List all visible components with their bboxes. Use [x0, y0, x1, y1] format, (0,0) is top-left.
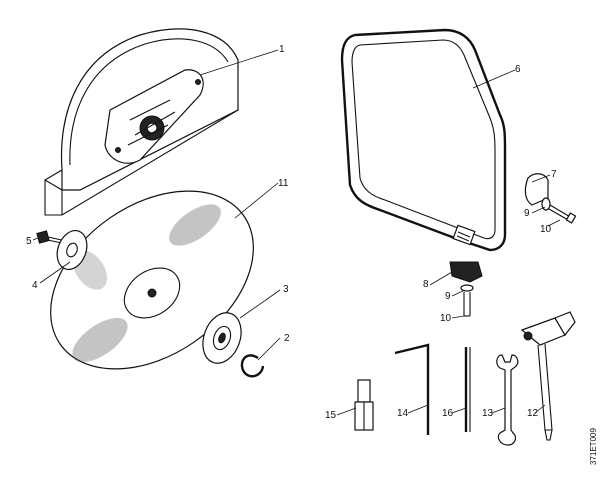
callout-3: 3 [283, 284, 289, 295]
leader-lines [32, 49, 561, 416]
part-13-double-wrench [496, 354, 519, 446]
callout-9-lower: 9 [445, 291, 451, 302]
callout-10-lower: 10 [440, 313, 452, 324]
callout-11: 11 [278, 178, 289, 189]
part-8-clamp [449, 261, 483, 283]
part-1-wheel-guard [44, 28, 239, 216]
part-2-circlip [240, 354, 265, 378]
callout-12: 12 [527, 408, 539, 419]
document-id: 371ET009 [589, 428, 598, 465]
part-15-socket [354, 379, 374, 431]
part-12-combination-spanner [520, 311, 576, 441]
callout-6: 6 [515, 64, 521, 75]
part-14-hex-key [394, 343, 430, 435]
callout-7: 7 [551, 169, 557, 180]
callout-10-upper: 10 [540, 224, 552, 235]
callout-13: 13 [482, 408, 494, 419]
callout-14: 14 [397, 408, 409, 419]
callout-1: 1 [279, 44, 285, 55]
callout-4: 4 [32, 280, 38, 291]
callout-2: 2 [284, 333, 290, 344]
part-3-flange [202, 312, 242, 364]
callout-9-upper: 9 [524, 208, 530, 219]
part-9-washer-lower [460, 284, 474, 292]
part-16-pin [464, 347, 471, 432]
callout-8: 8 [423, 279, 429, 290]
callout-15: 15 [325, 410, 337, 421]
part-10-bolt-upper [548, 204, 577, 224]
part-6-handle-frame [340, 28, 507, 252]
part-4-washer [56, 230, 88, 270]
callout-labels: 1 2 3 4 5 6 7 8 9 9 10 10 11 12 13 14 15… [26, 44, 557, 421]
callout-5: 5 [26, 236, 32, 247]
part-7-clamp [524, 173, 549, 206]
part-10-bolt-lower [463, 292, 471, 317]
part-5-bolt [36, 230, 67, 245]
part-9-washer-upper [541, 197, 551, 211]
part-11-cutting-wheel [50, 190, 254, 370]
callout-16: 16 [442, 408, 454, 419]
